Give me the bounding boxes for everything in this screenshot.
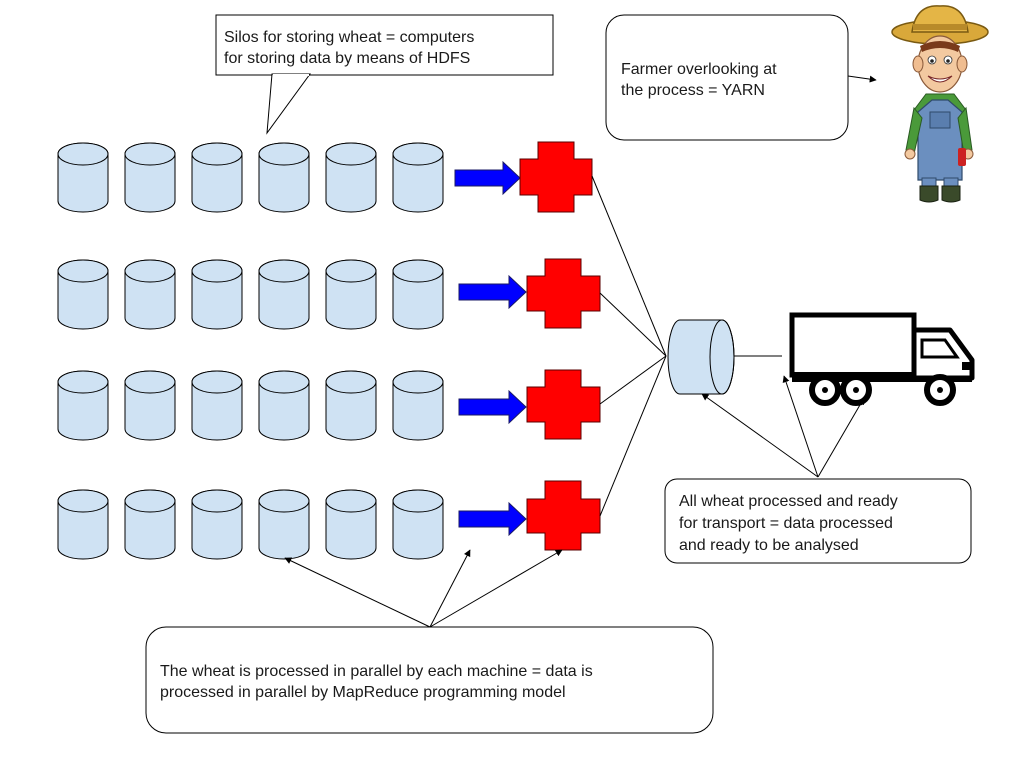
storage-cylinder-icon [667, 319, 735, 395]
red-cross-icon [526, 258, 601, 329]
silo-grid [57, 142, 444, 560]
callout-farmer-line2: the process = YARN [621, 82, 765, 99]
red-cross-icon [526, 480, 601, 551]
silo-cylinder-icon [392, 259, 444, 330]
silo-cylinder-icon [191, 142, 243, 213]
callout-parallel: The wheat is processed in parallel by ea… [145, 549, 714, 734]
callout-parallel-line1: The wheat is processed in parallel by ea… [160, 663, 593, 680]
blue-arrow-icon [458, 274, 527, 310]
silo-cylinder-icon [124, 370, 176, 441]
callout-farmer-line1: Farmer overlooking at [621, 61, 777, 78]
silo-cylinder-icon [258, 370, 310, 441]
silo-cylinder-icon [57, 370, 109, 441]
silo-cylinder-icon [57, 142, 109, 213]
farmer-icon [891, 5, 989, 203]
silo-cylinder-icon [57, 489, 109, 560]
blue-arrow-icon [458, 389, 527, 425]
silo-cylinder-icon [258, 489, 310, 560]
silo-cylinder-icon [325, 370, 377, 441]
silo-cylinder-icon [124, 489, 176, 560]
callout-farmer: Farmer overlooking at the process = YARN [605, 14, 877, 141]
silo-cylinder-icon [191, 489, 243, 560]
blue-arrow-icon [458, 501, 527, 537]
silo-cylinder-icon [325, 259, 377, 330]
silo-cylinder-icon [57, 259, 109, 330]
silo-cylinder-icon [124, 142, 176, 213]
silo-cylinder-icon [191, 259, 243, 330]
machines [519, 141, 601, 551]
callout-parallel-line2: processed in parallel by MapReduce progr… [160, 684, 566, 701]
truck-icon [789, 312, 975, 406]
callout-processed-line3: and ready to be analysed [679, 537, 859, 554]
silo-cylinder-icon [392, 142, 444, 213]
callout-silos: Silos for storing wheat = computers for … [215, 14, 554, 135]
callout-processed-line1: All wheat processed and ready [679, 493, 898, 510]
blue-arrow-icon [454, 160, 521, 196]
silo-cylinder-icon [325, 142, 377, 213]
callout-silos-line2: for storing data by means of HDFS [224, 50, 470, 67]
converging-lines [591, 175, 667, 517]
callout-processed-line2: for transport = data processed [679, 515, 893, 532]
blue-arrows [454, 160, 527, 537]
callout-silos-line1: Silos for storing wheat = computers [224, 29, 474, 46]
silo-cylinder-icon [392, 370, 444, 441]
red-cross-icon [519, 141, 593, 213]
callout-processed: All wheat processed and ready for transp… [664, 375, 972, 564]
silo-cylinder-icon [124, 259, 176, 330]
silo-cylinder-icon [258, 259, 310, 330]
silo-cylinder-icon [191, 370, 243, 441]
silo-cylinder-icon [392, 489, 444, 560]
silo-cylinder-icon [325, 489, 377, 560]
red-cross-icon [526, 369, 601, 440]
silo-cylinder-icon [258, 142, 310, 213]
